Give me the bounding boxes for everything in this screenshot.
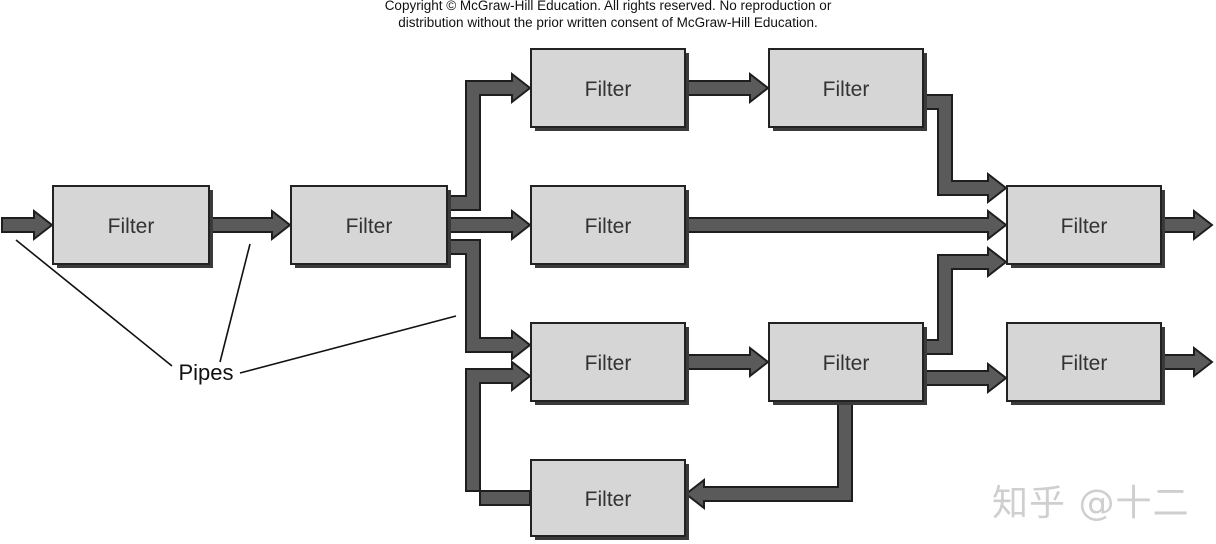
filter-box-f1: Filter bbox=[52, 185, 213, 268]
filter-label: Filter bbox=[823, 78, 870, 101]
filter-label: Filter bbox=[585, 488, 632, 511]
pipe-f7-f8 bbox=[923, 245, 1008, 355]
pipes-layer bbox=[1, 71, 1214, 511]
filter-label: Filter bbox=[1061, 215, 1108, 238]
filter-label: Filter bbox=[585, 78, 632, 101]
filter-label: Filter bbox=[1061, 352, 1108, 375]
pipe-f5-f8 bbox=[923, 94, 1008, 205]
copyright-notice: Copyright © McGraw-Hill Education. All r… bbox=[0, 0, 1216, 31]
filter-box-f7: Filter bbox=[768, 322, 927, 405]
pipe-f10-f6 bbox=[465, 359, 532, 506]
filter-label: Filter bbox=[585, 215, 632, 238]
filter-box-f10: Filter bbox=[530, 459, 689, 540]
pipe-f2-f6 bbox=[447, 239, 532, 362]
leader-line-f1-f2 bbox=[219, 243, 251, 363]
filter-label: Filter bbox=[823, 352, 870, 375]
pipe-f2-f3 bbox=[447, 71, 532, 211]
filter-label: Filter bbox=[346, 215, 393, 238]
copyright-line-2: distribution without the prior written c… bbox=[398, 15, 818, 30]
pipe-output-f9 bbox=[1161, 345, 1214, 379]
watermark: 知乎 @十二 bbox=[992, 483, 1190, 524]
filter-box-f8: Filter bbox=[1006, 185, 1165, 268]
pipe-f1-f2 bbox=[209, 208, 292, 242]
pipe-f2-f4 bbox=[447, 208, 532, 242]
filter-box-f3: Filter bbox=[530, 48, 689, 131]
filter-box-f2: Filter bbox=[290, 185, 451, 268]
filter-label: Filter bbox=[585, 352, 632, 375]
filter-label: Filter bbox=[108, 215, 155, 238]
leader-line-input bbox=[15, 239, 173, 367]
filter-box-f9: Filter bbox=[1006, 322, 1165, 405]
copyright-line-1: Copyright © McGraw-Hill Education. All r… bbox=[384, 0, 832, 13]
pipes-callout: Pipes bbox=[15, 239, 457, 385]
pipes-label: Pipes bbox=[178, 360, 233, 385]
pipe-f3-f5 bbox=[685, 71, 770, 105]
filter-box-f5: Filter bbox=[768, 48, 927, 131]
pipe-output-f8 bbox=[1161, 208, 1214, 242]
pipe-f4-f8 bbox=[685, 208, 1008, 242]
filter-box-f6: Filter bbox=[530, 322, 689, 405]
pipe-f7-f10 bbox=[684, 399, 853, 511]
pipe-f7-f9 bbox=[923, 361, 1008, 395]
filter-box-f4: Filter bbox=[530, 185, 689, 268]
leader-line-f2-f6 bbox=[239, 315, 457, 374]
pipe-f6-f7 bbox=[685, 345, 770, 379]
pipe-input bbox=[1, 208, 54, 242]
